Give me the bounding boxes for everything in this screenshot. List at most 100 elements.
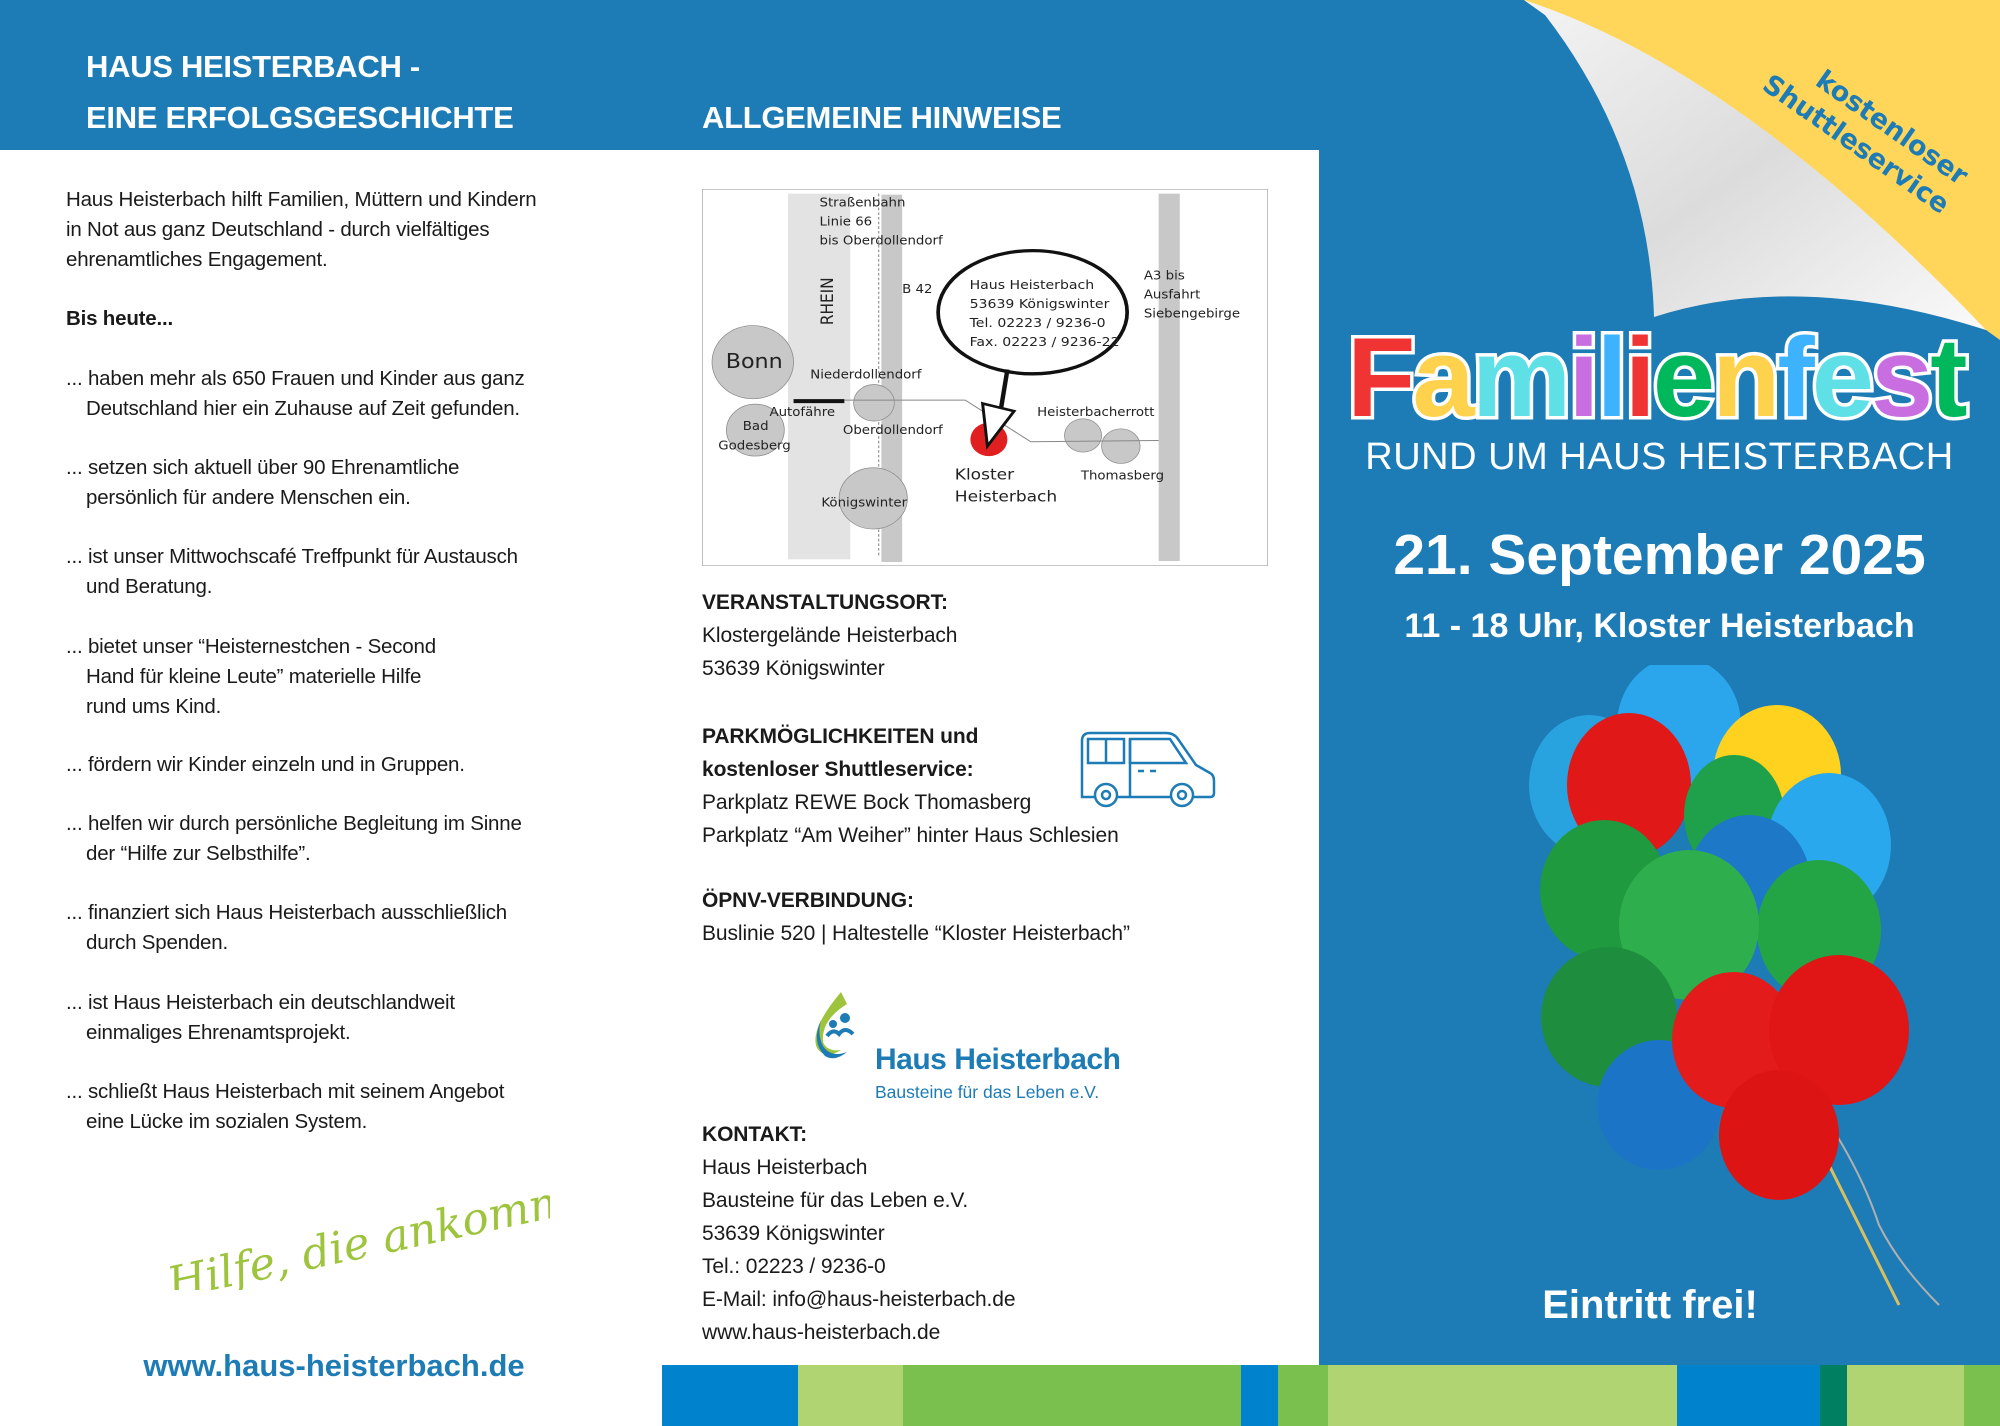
page-curl-corner: kostenloser Shuttleservice	[1524, 0, 2000, 340]
venue-section: VERANSTALTUNGSORT: Klostergelände Heiste…	[702, 586, 957, 685]
balloons-image	[1529, 665, 1940, 1306]
haus-heisterbach-logo-icon	[815, 992, 855, 1059]
map-label: Bad	[743, 419, 769, 433]
address-balloon	[936, 248, 1130, 376]
map-label: Godesberg	[718, 438, 790, 452]
map-label: Siebengebirge	[1144, 306, 1240, 320]
contact-website[interactable]: www.haus-heisterbach.de	[702, 1321, 941, 1344]
title-letter: t	[1927, 314, 1971, 441]
map-label: Bonn	[726, 349, 783, 373]
town-bad-godesberg	[726, 403, 785, 457]
map-label: Niederdollendorf	[810, 367, 922, 381]
logo-name: Haus Heisterbach	[875, 1043, 1121, 1076]
map-label: Kloster	[955, 465, 1015, 483]
map-label: Fax. 02223 / 9236-22	[970, 336, 1120, 350]
text-line: und Beratung.	[86, 575, 213, 598]
map-label: Straßenbahn	[819, 195, 905, 209]
text-line: Parkplatz REWE Bock Thomasberg	[702, 791, 1032, 814]
event-cover-panel: kostenloser Shuttleservice Familienfest …	[1319, 0, 2000, 1365]
title-letter: s	[1867, 314, 1936, 441]
list-item: ... haben mehr als 650 Frauen und Kinder…	[66, 364, 525, 424]
town-heisterbacherrott	[1064, 418, 1102, 453]
title-letter: e	[1649, 314, 1718, 441]
town-thomasberg	[1101, 428, 1141, 464]
website-link[interactable]: www.haus-heisterbach.de	[143, 1348, 525, 1383]
stripe-segment	[1964, 1365, 2000, 1426]
section-title: PARKMÖGLICHKEITEN und	[702, 725, 979, 748]
text-line: Tel.: 02223 / 9236-0	[702, 1255, 886, 1278]
map-label: Haus Heisterbach	[970, 279, 1095, 293]
text-line: eine Lücke im sozialen System.	[86, 1110, 368, 1133]
map-label: RHEIN	[817, 277, 837, 325]
text-line: persönlich für andere Menschen ein.	[86, 486, 411, 509]
section-title: VERANSTALTUNGSORT:	[702, 591, 948, 614]
map-label: Autofähre	[769, 405, 835, 419]
text-line: ... haben mehr als 650 Frauen und Kinder…	[66, 367, 525, 390]
text-line: Buslinie 520 | Haltestelle “Kloster Heis…	[702, 922, 1130, 945]
section-title: ÖPNV-VERBINDUNG:	[702, 889, 914, 912]
map-label: Ausfahrt	[1144, 287, 1201, 301]
slogan: Hilfe, die ankommt!	[162, 1167, 550, 1290]
text-line: 53639 Königswinter	[702, 1222, 885, 1245]
title-letter: e	[1808, 314, 1877, 441]
title-letter: i	[1565, 314, 1603, 441]
logo-tagline: Bausteine für das Leben e.V.	[875, 1082, 1100, 1102]
stripe-segment	[662, 1365, 798, 1426]
section-title: kostenloser Shuttleservice:	[702, 758, 974, 781]
title-letter: f	[1774, 314, 1818, 441]
title-letter: F	[1343, 314, 1418, 441]
map-label: Königswinter	[821, 495, 908, 509]
title-letter: a	[1409, 314, 1478, 441]
arrow-icon	[980, 401, 1017, 450]
stripe-segment	[798, 1365, 903, 1426]
stripe-segment	[1241, 1365, 1278, 1426]
text-line: in Not aus ganz Deutschland - durch viel…	[66, 218, 490, 241]
title-letter: i	[1621, 314, 1659, 441]
list-item: ... ist unser Mittwochscafé Treffpunkt f…	[66, 542, 518, 602]
stripe-segment	[1820, 1365, 1847, 1426]
map-label: Tel. 02223 / 9236-0	[969, 317, 1106, 331]
map-label: 53639 Königswinter	[970, 298, 1110, 312]
map-label: Heisterbach	[955, 488, 1057, 506]
event-subtitle: RUND UM HAUS HEISTERBACH	[1365, 436, 1954, 478]
stripe-segment	[1278, 1365, 1328, 1426]
left-heading-line: EINE ERFOLGSGESCHICHTE	[86, 100, 514, 135]
event-title: Familienfest	[1343, 314, 1971, 441]
list-item: ... setzen sich aktuell über 90 Ehrenamt…	[66, 453, 459, 513]
text-line: ... ist unser Mittwochscafé Treffpunkt f…	[66, 545, 518, 568]
text-line: Parkplatz “Am Weiher” hinter Haus Schles…	[702, 824, 1119, 847]
stripe-segment	[1328, 1365, 1677, 1426]
shuttle-van-icon	[1080, 731, 1216, 808]
list-item: ... fördern wir Kinder einzeln und in Gr…	[66, 750, 465, 780]
list-item: ... helfen wir durch persönliche Begleit…	[66, 809, 522, 869]
map-label: Oberdollendorf	[843, 423, 943, 437]
text-line: ... fördern wir Kinder einzeln und in Gr…	[66, 753, 465, 776]
list-item: ... ist Haus Heisterbach ein deutschland…	[66, 988, 455, 1048]
transit-section: ÖPNV-VERBINDUNG: Buslinie 520 | Halteste…	[702, 884, 1130, 950]
map-label: bis Oberdollendorf	[819, 233, 943, 247]
directions-map: Straßenbahn Linie 66 bis Oberdollendorf …	[702, 189, 1268, 566]
bis-heute-label: Bis heute...	[66, 307, 173, 330]
header-band	[0, 0, 1319, 150]
text-line: Deutschland hier ein Zuhause auf Zeit ge…	[86, 397, 520, 420]
title-letter: m	[1468, 314, 1575, 441]
contact-email[interactable]: E-Mail: info@haus-heisterbach.de	[702, 1288, 1016, 1311]
text-line: ... bietet unser “Heisternestchen - Seco…	[66, 635, 436, 658]
map-label: Linie 66	[819, 214, 872, 228]
stripe-segment	[1677, 1365, 1820, 1426]
left-heading: HAUS HEISTERBACH - EINE ERFOLGSGESCHICHT…	[86, 41, 514, 143]
title-letter: n	[1708, 314, 1783, 441]
text-line: rund ums Kind.	[86, 695, 222, 718]
text-line: ... helfen wir durch persönliche Begleit…	[66, 812, 522, 835]
list-item: ... bietet unser “Heisternestchen - Seco…	[66, 632, 436, 722]
event-time-place: 11 - 18 Uhr, Kloster Heisterbach	[1404, 607, 1915, 645]
parking-section: PARKMÖGLICHKEITEN und kostenloser Shuttl…	[702, 720, 1119, 852]
title-letter: l	[1593, 314, 1631, 441]
text-line: ... finanziert sich Haus Heisterbach aus…	[66, 901, 507, 924]
text-line: Klostergelände Heisterbach	[702, 624, 958, 647]
map-label: B 42	[902, 282, 932, 296]
map-label: Heisterbacherrott	[1037, 404, 1154, 418]
middle-heading: ALLGEMEINE HINWEISE	[702, 100, 1062, 135]
map-label: Thomasberg	[1080, 468, 1164, 482]
text-line: einmaliges Ehrenamtsprojekt.	[86, 1021, 351, 1044]
